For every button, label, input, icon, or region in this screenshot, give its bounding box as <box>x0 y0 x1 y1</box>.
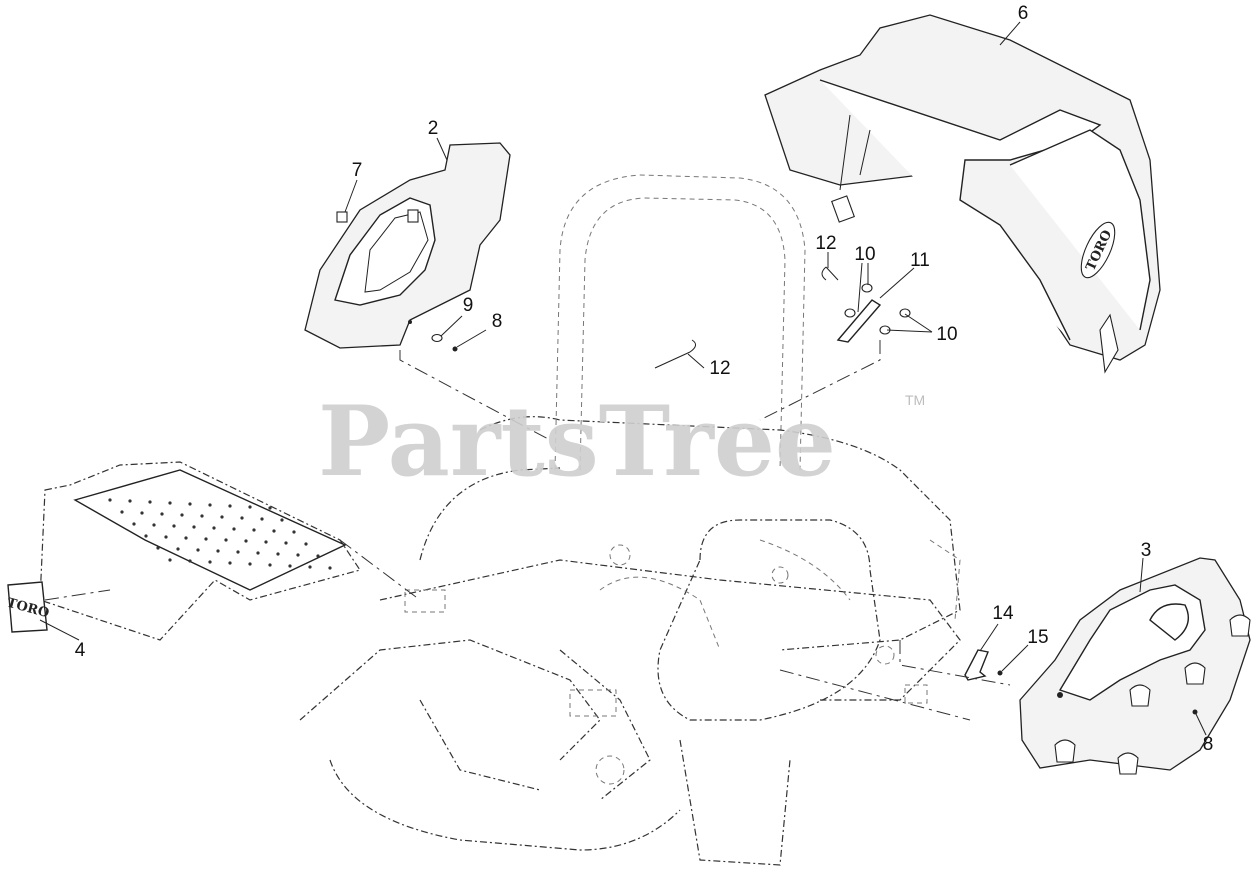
platform-hole <box>284 541 288 545</box>
platform-hole <box>212 526 216 530</box>
callout-leaders <box>39 21 1207 736</box>
callout-12-top: 12 <box>815 233 836 254</box>
platform-hole <box>196 548 200 552</box>
platform-hole <box>256 551 260 555</box>
platform-hole <box>188 502 192 506</box>
callout-8-right: 8 <box>1203 734 1214 755</box>
platform-hole <box>220 515 224 519</box>
platform-hole <box>184 536 188 540</box>
platform-hole <box>328 566 332 570</box>
platform-hole <box>264 540 268 544</box>
platform-hole <box>308 565 312 569</box>
platform-hole <box>120 510 124 514</box>
platform-hole <box>292 530 296 534</box>
platform-hole <box>160 512 164 516</box>
platform-hole <box>168 558 172 562</box>
mower-frame <box>299 174 961 866</box>
platform-hole <box>248 505 252 509</box>
callout-labels: 2 3 4 6 7 8 8 9 10 10 11 12 12 14 15 <box>75 3 1214 755</box>
platform-hole <box>140 511 144 515</box>
platform-hole <box>204 537 208 541</box>
platform-hole <box>172 524 176 528</box>
platform-hole <box>236 550 240 554</box>
callout-6: 6 <box>1018 3 1029 24</box>
callout-10-bottom: 10 <box>936 324 957 345</box>
platform-hole <box>268 506 272 510</box>
platform-hole <box>192 525 196 529</box>
platform-hole <box>252 528 256 532</box>
platform-hole <box>132 522 136 526</box>
callout-8-left: 8 <box>492 311 503 332</box>
right-fender <box>1019 557 1251 775</box>
left-fender <box>304 142 511 349</box>
platform-hole <box>168 501 172 505</box>
callout-2: 2 <box>428 118 439 139</box>
platform-hole <box>240 516 244 520</box>
callout-9: 9 <box>463 295 474 316</box>
platform-hole <box>248 562 252 566</box>
callout-7: 7 <box>352 160 363 181</box>
platform-hole <box>232 527 236 531</box>
platform-hole <box>148 500 152 504</box>
platform-hole <box>208 560 212 564</box>
platform-hole <box>316 554 320 558</box>
platform-hole <box>144 534 148 538</box>
foot-platform <box>39 461 361 641</box>
assembly-lines <box>44 340 1011 721</box>
platform-hole <box>272 529 276 533</box>
platform-hole <box>188 559 192 563</box>
platform-hole <box>268 563 272 567</box>
platform-hole <box>288 564 292 568</box>
watermark-trademark: TM <box>905 392 925 408</box>
platform-hole <box>296 553 300 557</box>
rear-hood: TORO <box>764 14 1161 374</box>
platform-hole <box>164 535 168 539</box>
platform-hole <box>244 539 248 543</box>
hardware <box>336 211 1198 715</box>
watermark: PartsTree TM <box>318 385 925 498</box>
callout-3: 3 <box>1141 540 1152 561</box>
platform-holes <box>108 498 332 570</box>
platform-hole <box>228 561 232 565</box>
watermark-text: PartsTree <box>318 385 836 498</box>
platform-hole <box>108 498 112 502</box>
callout-10-top: 10 <box>854 244 875 265</box>
callout-14: 14 <box>992 603 1014 624</box>
platform-hole <box>276 552 280 556</box>
platform-hole <box>176 547 180 551</box>
callout-11: 11 <box>910 250 930 271</box>
platform-hole <box>224 538 228 542</box>
callout-12-middle: 12 <box>709 358 730 379</box>
platform-hole <box>216 549 220 553</box>
platform-hole <box>208 503 212 507</box>
callout-15: 15 <box>1027 627 1048 648</box>
platform-hole <box>128 499 132 503</box>
platform-hole <box>152 523 156 527</box>
toro-decal: TORO <box>5 581 51 633</box>
platform-hole <box>180 513 184 517</box>
callout-4: 4 <box>75 640 86 661</box>
platform-hole <box>156 546 160 550</box>
platform-hole <box>260 517 264 521</box>
platform-hole <box>228 504 232 508</box>
platform-hole <box>280 518 284 522</box>
platform-hole <box>304 542 308 546</box>
platform-hole <box>200 514 204 518</box>
